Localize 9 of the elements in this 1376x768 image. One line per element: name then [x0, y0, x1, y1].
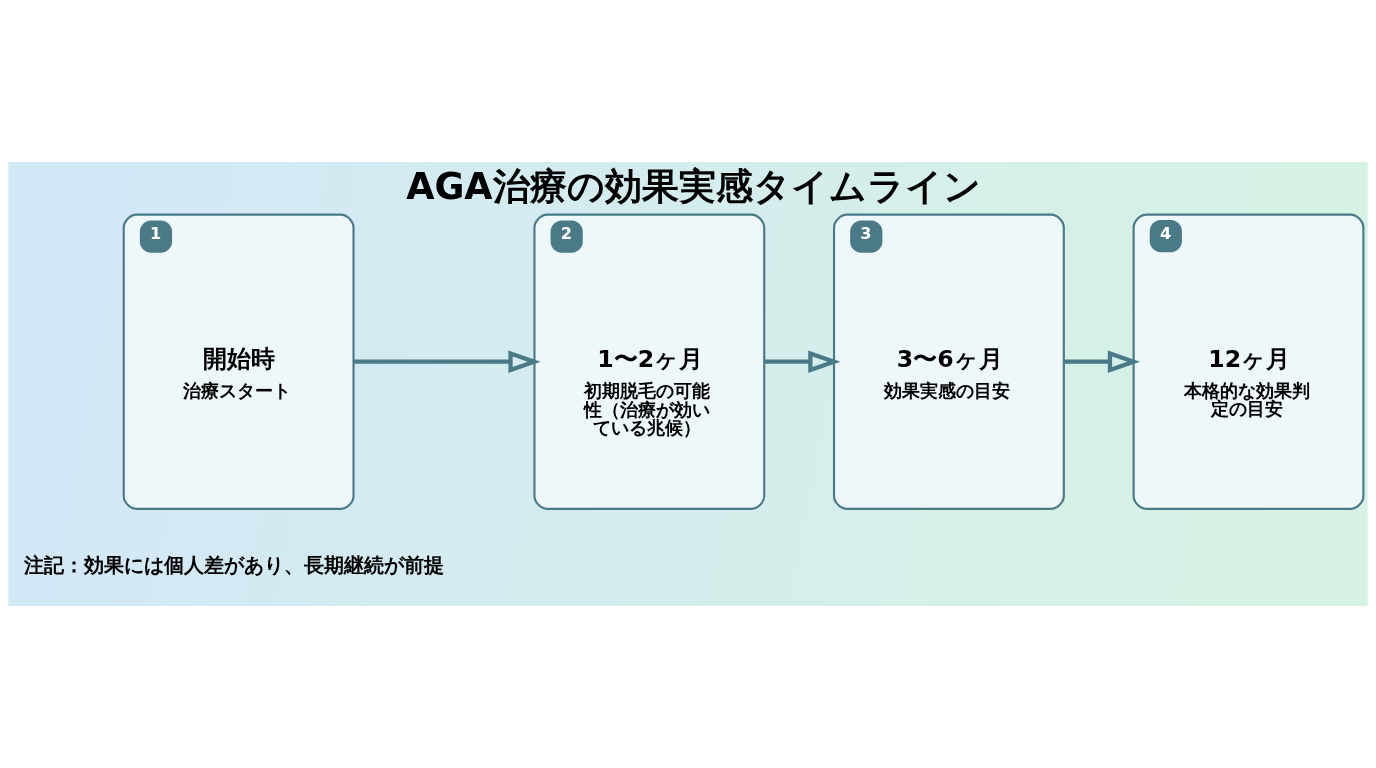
arrow — [764, 350, 841, 374]
diagram-title: AGA治療の効果実感タイムライン — [406, 164, 981, 208]
node-box: 3 3〜6ヶ月 効果実感の目安 — [832, 213, 1065, 510]
arrow — [1064, 350, 1141, 374]
node-box: 4 12ヶ月 本格的な効果判定の目安 — [1132, 213, 1365, 510]
node-box: 2 1〜2ヶ月 初期脱毛の可能性（治療が効いている兆候） — [533, 213, 766, 510]
node-box: 1 開始時 治療スタート — [122, 213, 355, 510]
label: 注記：効果には個人差があり、長期継続が前提 — [24, 552, 445, 577]
arrow — [353, 350, 541, 374]
